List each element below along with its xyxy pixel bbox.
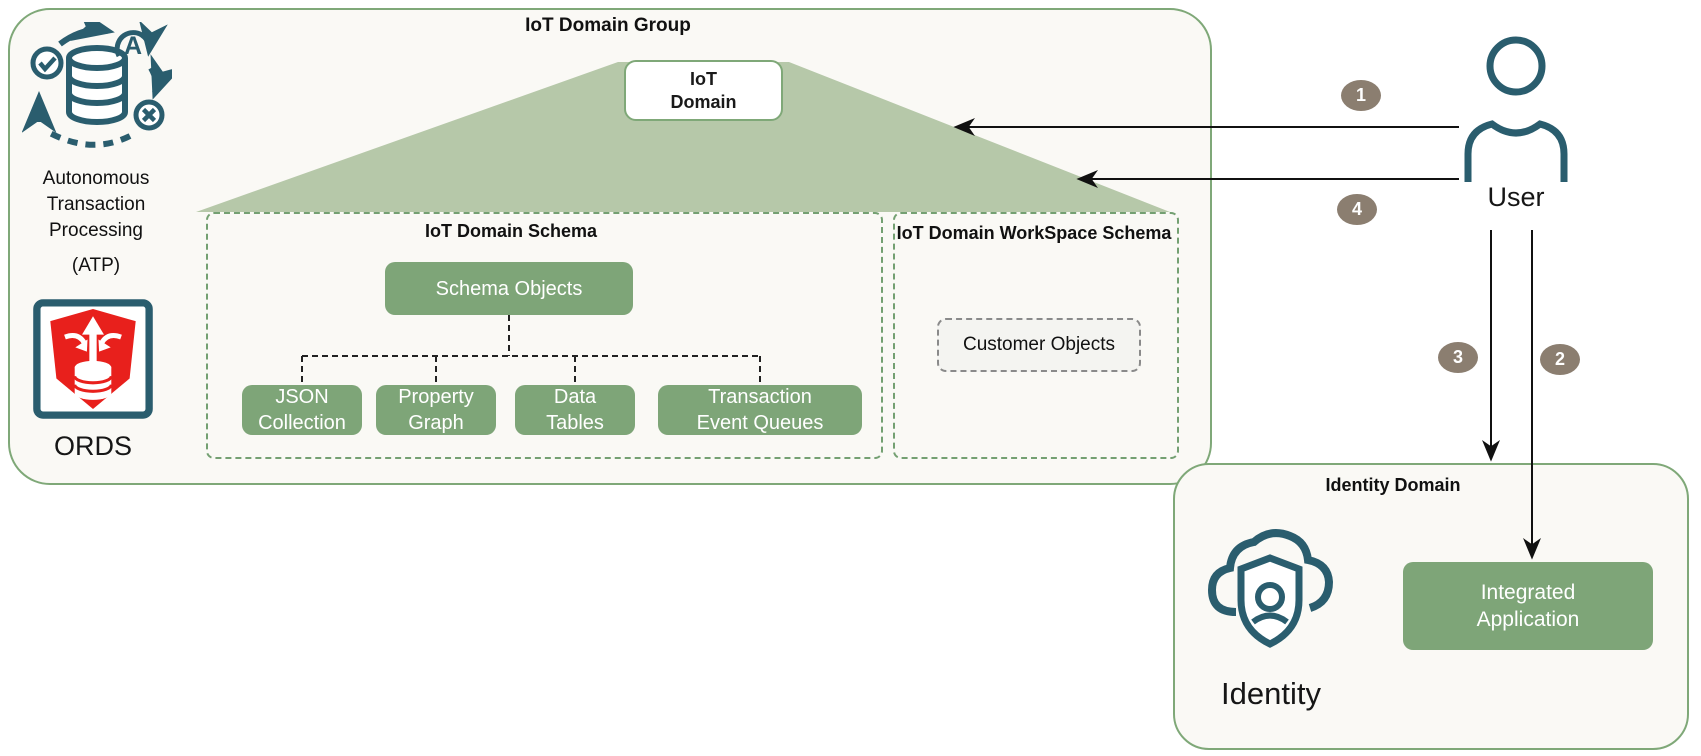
iot-domain-box: IoT Domain xyxy=(624,60,783,121)
property-graph-box: Property Graph xyxy=(376,385,496,435)
identity-icon xyxy=(1207,529,1334,648)
atp-abbreviation: (ATP) xyxy=(71,255,121,276)
ords-label: ORDS xyxy=(53,431,132,461)
identity-domain-title: Identity Domain xyxy=(1325,475,1461,495)
schema-objects-box: Schema Objects xyxy=(385,262,633,315)
atp-label: Autonomous Transaction Processing (ATP) xyxy=(8,166,184,279)
atp-icon: A xyxy=(22,22,172,148)
json-collection-box: JSON Collection xyxy=(242,385,362,435)
flow-badge-1: 1 xyxy=(1341,80,1381,111)
customer-objects-box: Customer Objects xyxy=(937,318,1141,372)
svg-text:A: A xyxy=(124,32,142,60)
flow-badge-4: 4 xyxy=(1337,194,1377,225)
identity-label: Identity xyxy=(1221,676,1321,711)
flow-badge-3: 3 xyxy=(1438,342,1478,373)
ords-icon xyxy=(33,299,153,419)
iot-domain-workspace-schema-box xyxy=(893,212,1179,459)
transaction-event-queues-box: Transaction Event Queues xyxy=(658,385,862,435)
iot-domain-workspace-schema-title: IoT Domain WorkSpace Schema xyxy=(896,223,1172,243)
iot-domain-schema-title: IoT Domain Schema xyxy=(424,221,598,241)
iot-domain-group-title: IoT Domain Group xyxy=(525,15,691,36)
integrated-application-box: Integrated Application xyxy=(1403,562,1653,650)
iot-domain-schema-box xyxy=(206,212,883,459)
flow-badge-2: 2 xyxy=(1540,344,1580,375)
user-icon xyxy=(1464,36,1568,182)
user-label: User xyxy=(1487,182,1545,212)
data-tables-box: Data Tables xyxy=(515,385,635,435)
